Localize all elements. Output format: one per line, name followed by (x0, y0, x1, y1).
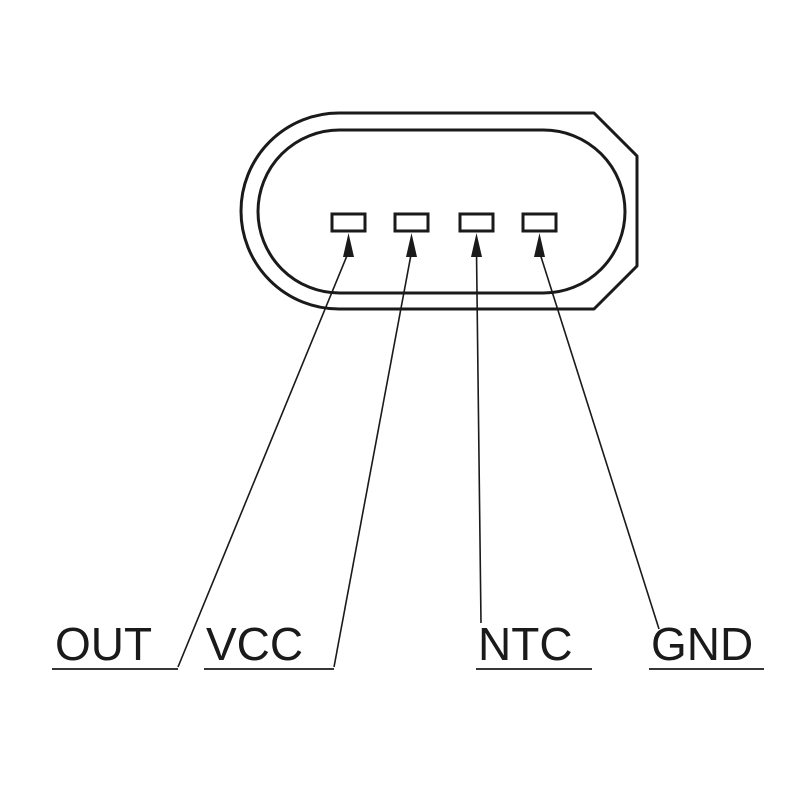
pin-1-arrowhead (343, 233, 354, 257)
arrowheads (343, 233, 545, 257)
pin-label-ntc: NTC (478, 618, 573, 670)
pin-label-vcc: VCC (206, 618, 303, 670)
pin-label-gnd: GND (651, 618, 753, 670)
ntc-leader-line (475, 251, 482, 624)
pin-label-out: OUT (55, 618, 152, 670)
vcc-leader-line (333, 251, 413, 668)
gnd-leader-line (538, 251, 660, 630)
pin-4-arrowhead (534, 233, 545, 257)
connector-inner-outline (256, 128, 627, 295)
pin-labels: OUT VCC NTC GND (55, 618, 753, 670)
out-leader-line (177, 251, 350, 668)
pin-3-pad (458, 212, 495, 233)
leader-lines (177, 251, 660, 668)
pins (330, 212, 558, 233)
connector-body (239, 111, 639, 311)
pin-1-pad (330, 212, 367, 233)
pin-2-pad (393, 212, 430, 233)
connector-outer-outline (239, 111, 639, 311)
pin-4-pad (521, 212, 558, 233)
pin-3-arrowhead (471, 233, 482, 257)
pin-2-arrowhead (406, 233, 417, 257)
